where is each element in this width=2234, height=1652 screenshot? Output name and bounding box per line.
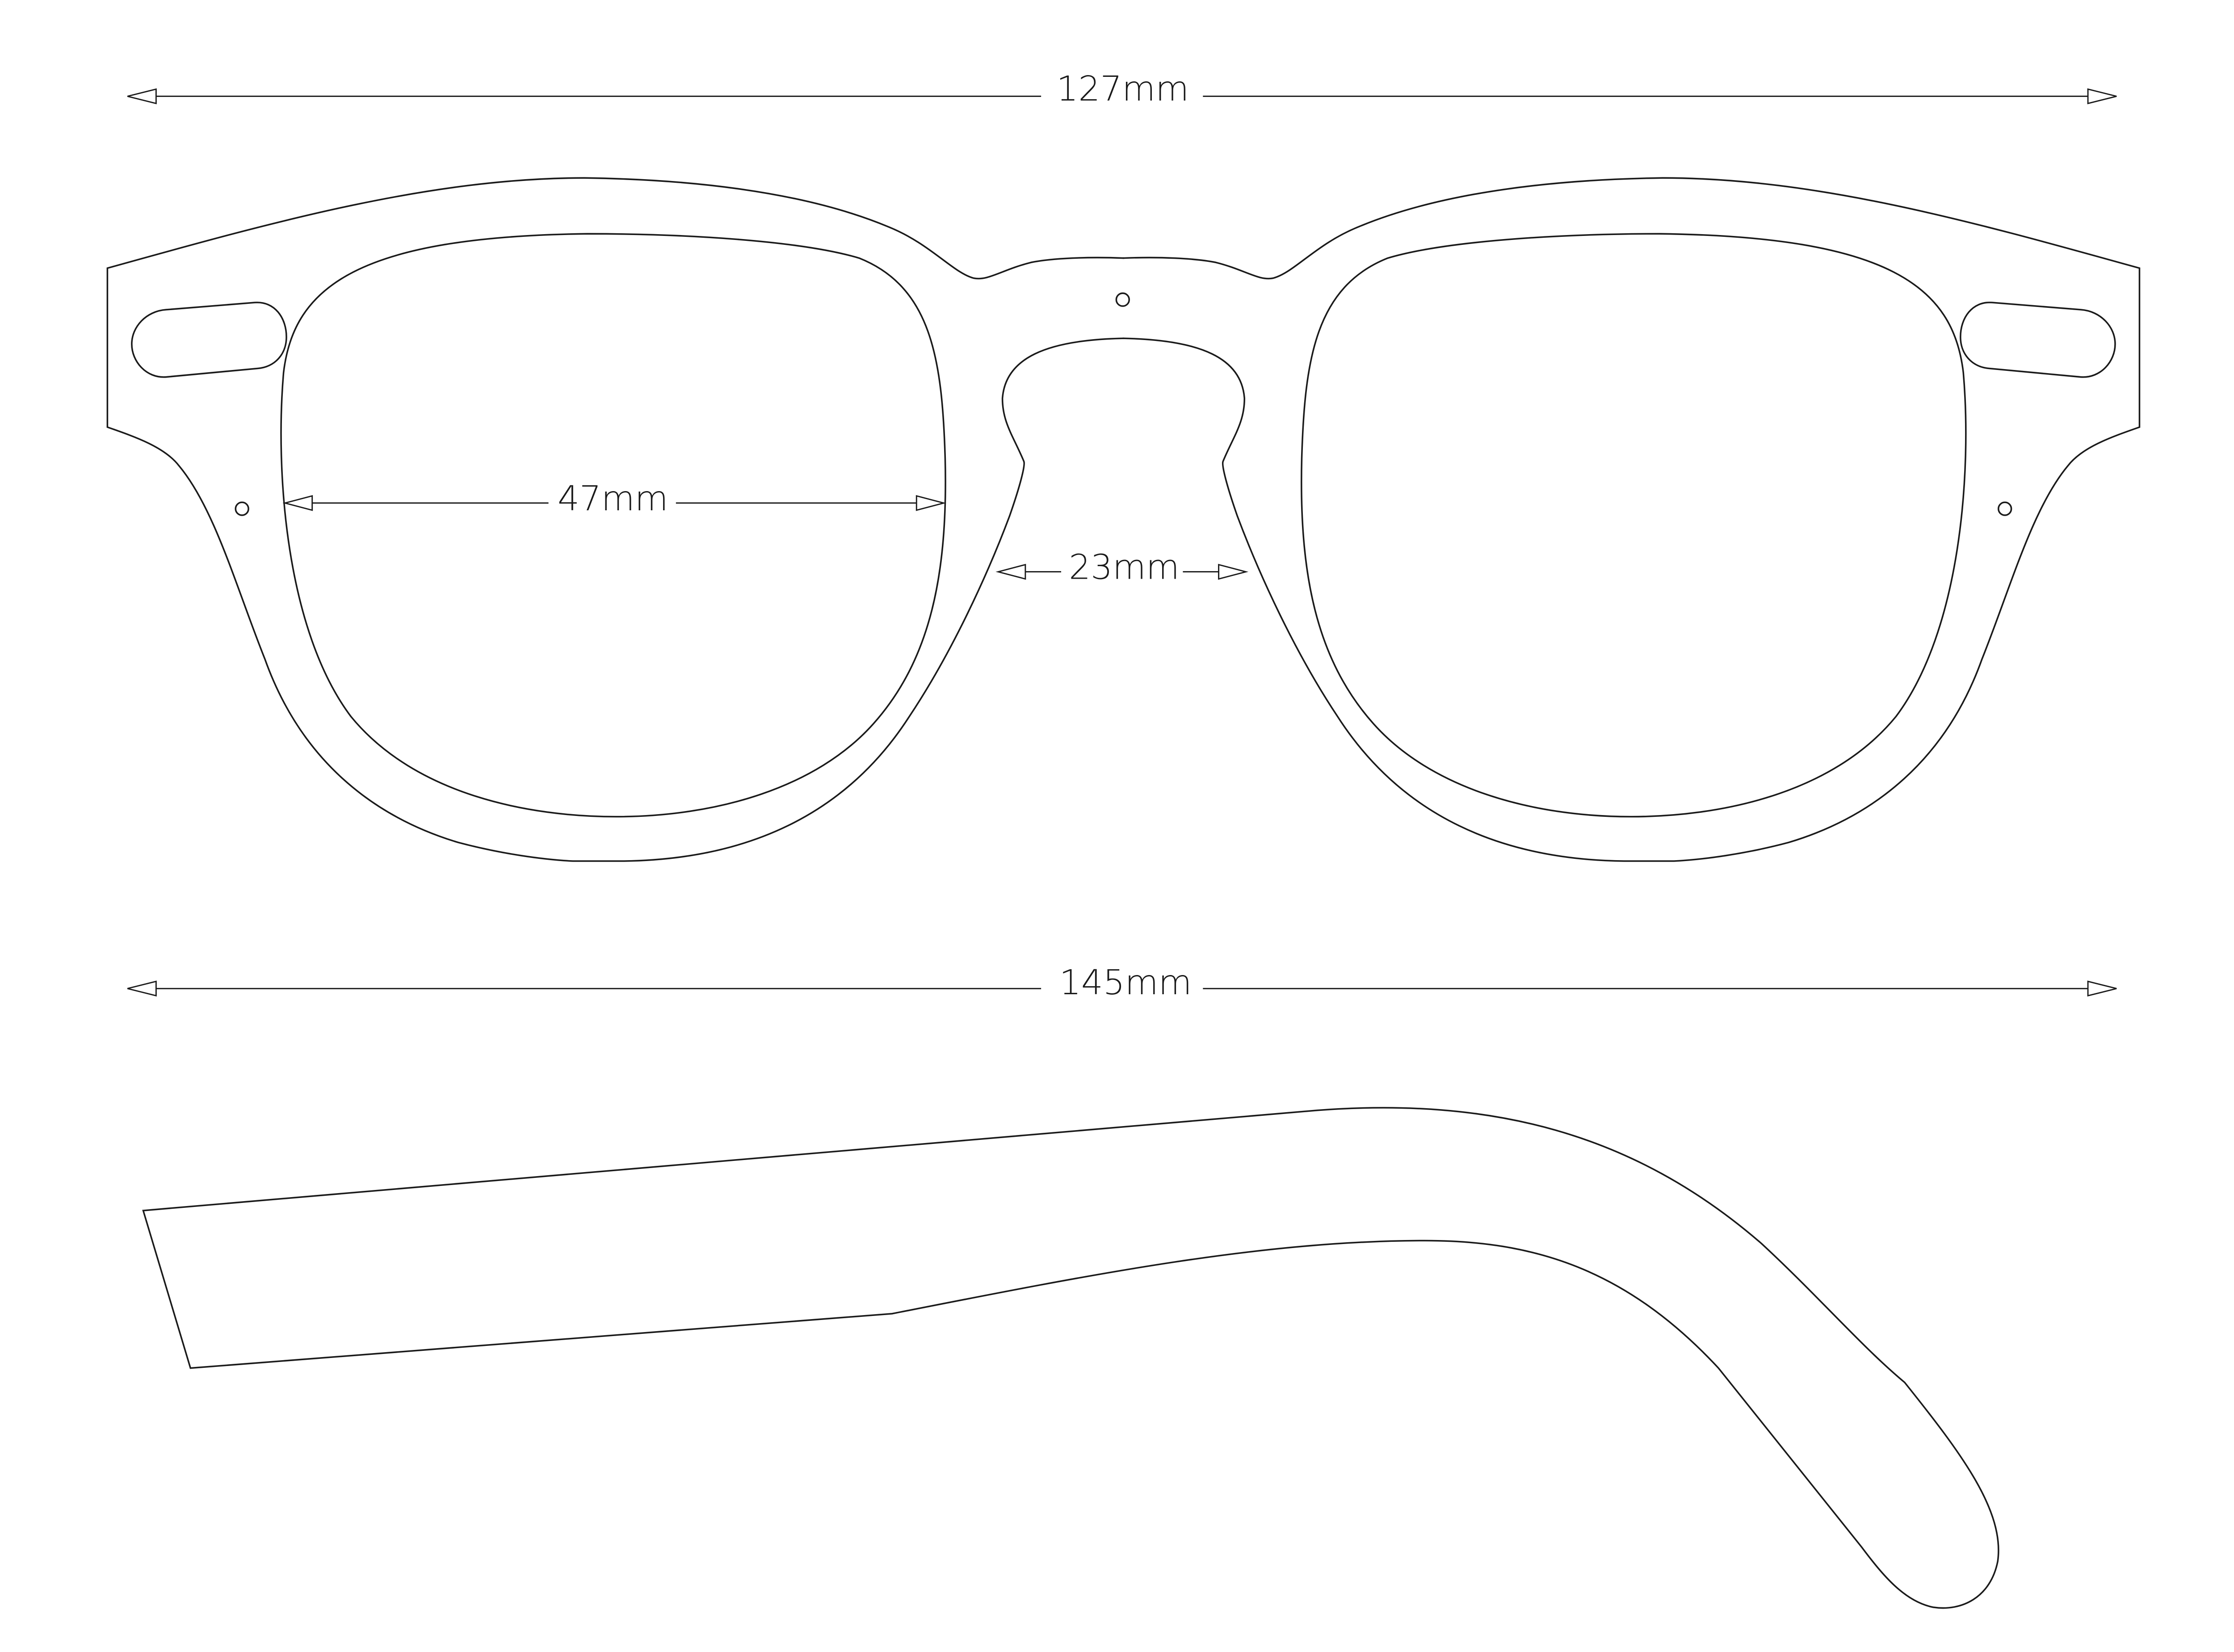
frame-front-view <box>106 177 2141 862</box>
arrowhead-right <box>915 495 946 511</box>
bridge-pin <box>1115 292 1130 307</box>
lens-width-label: 47mm <box>558 479 668 519</box>
arrowhead-left <box>127 980 157 997</box>
arrowhead-right <box>1218 563 1249 580</box>
lens-width-dimension: 47mm <box>282 479 946 519</box>
frame-left-half <box>106 177 1125 862</box>
temple-length-dimension: 145mm <box>127 963 2117 1003</box>
frame-right-half <box>1122 177 2141 862</box>
arrowhead-right <box>2087 88 2117 105</box>
arrowhead-left <box>995 563 1026 580</box>
arrowhead-right <box>2087 980 2117 997</box>
temple-arm-side-view <box>142 1107 1999 1609</box>
bridge-width-dimension: 23mm <box>995 548 1249 588</box>
arrowhead-left <box>282 495 313 511</box>
frame-width-dimension: 127mm <box>127 69 2117 109</box>
bridge-width-label: 23mm <box>1069 548 1180 588</box>
temple-length-label: 145mm <box>1059 963 1192 1003</box>
arrowhead-left <box>127 88 157 105</box>
frame-width-label: 127mm <box>1057 69 1189 109</box>
